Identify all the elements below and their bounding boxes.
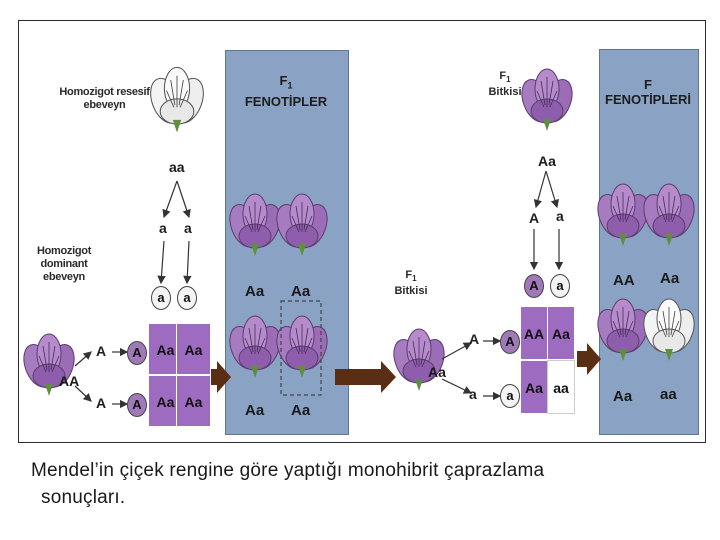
f2-phenotype-genotype: Aa bbox=[660, 270, 680, 287]
gamete-circle: A bbox=[127, 393, 147, 417]
dominant-parent-label: Homozigot dominant ebeveyn bbox=[36, 245, 92, 283]
gamete-circle: a bbox=[500, 384, 520, 408]
diagram-graphics bbox=[19, 66, 701, 409]
punnett-cell: Aa bbox=[520, 360, 548, 414]
flow-arrow-icon bbox=[335, 361, 396, 393]
gamete-circle: A bbox=[500, 330, 520, 354]
gamete-circle: A bbox=[524, 274, 544, 298]
flow-arrow-icon bbox=[577, 343, 601, 375]
punnett-cell: aa bbox=[547, 360, 575, 414]
f1-phenotype-genotype: Aa bbox=[291, 283, 311, 300]
f1-phenotype-genotype: Aa bbox=[245, 402, 265, 419]
f2-phenotype-genotype: AA bbox=[613, 272, 635, 289]
allele-label: A bbox=[96, 343, 107, 359]
f1-phenotype-genotype: Aa bbox=[245, 283, 265, 300]
gamete-circle: A bbox=[127, 341, 147, 365]
gamete-circle: a bbox=[550, 274, 570, 298]
f2-panel-title: F FENOTİPLERİ bbox=[605, 77, 691, 107]
dominant-parent-genotype: AA bbox=[59, 373, 80, 389]
white-flower-icon bbox=[144, 66, 210, 134]
f1-plant-top-genotype: Aa bbox=[538, 153, 556, 169]
allele-label: A bbox=[469, 331, 480, 347]
allele-label: a bbox=[469, 386, 477, 402]
punnett-cell: Aa bbox=[176, 375, 211, 427]
f1-plant-mid-label: F1 Bitkisi bbox=[394, 269, 428, 298]
f1-plant-mid-genotype: Aa bbox=[428, 364, 446, 380]
f2-phenotype-genotype: Aa bbox=[613, 388, 633, 405]
allele-label: A bbox=[96, 395, 107, 411]
gamete-circle: a bbox=[177, 286, 197, 310]
f2-phenotype-genotype: aa bbox=[660, 386, 677, 403]
allele-label: a bbox=[159, 220, 167, 236]
figure-caption: Mendel’in çiçek rengine göre yaptığı mon… bbox=[31, 460, 545, 508]
f2-phenotypes-panel bbox=[599, 49, 699, 435]
punnett-cell: Aa bbox=[547, 306, 575, 360]
diagram-frame: Homozigot resesif ebeveyn aa Homozigot d… bbox=[18, 20, 706, 443]
recessive-parent-label: Homozigot resesif ebeveyn bbox=[59, 86, 150, 111]
punnett-cell: AA bbox=[520, 306, 548, 360]
allele-label: A bbox=[529, 210, 540, 226]
f1-phenotype-genotype: Aa bbox=[291, 402, 311, 419]
punnett-cell: Aa bbox=[176, 323, 211, 375]
flow-arrow-icon bbox=[205, 361, 231, 393]
allele-label: a bbox=[556, 208, 564, 224]
f1-plant-top-label: F1 Bitkisi bbox=[488, 70, 522, 99]
recessive-parent-genotype: aa bbox=[169, 159, 185, 175]
allele-label: a bbox=[184, 220, 192, 236]
gamete-circle: a bbox=[151, 286, 171, 310]
f1-panel-title: F1 FENOTİPLER bbox=[244, 73, 328, 109]
